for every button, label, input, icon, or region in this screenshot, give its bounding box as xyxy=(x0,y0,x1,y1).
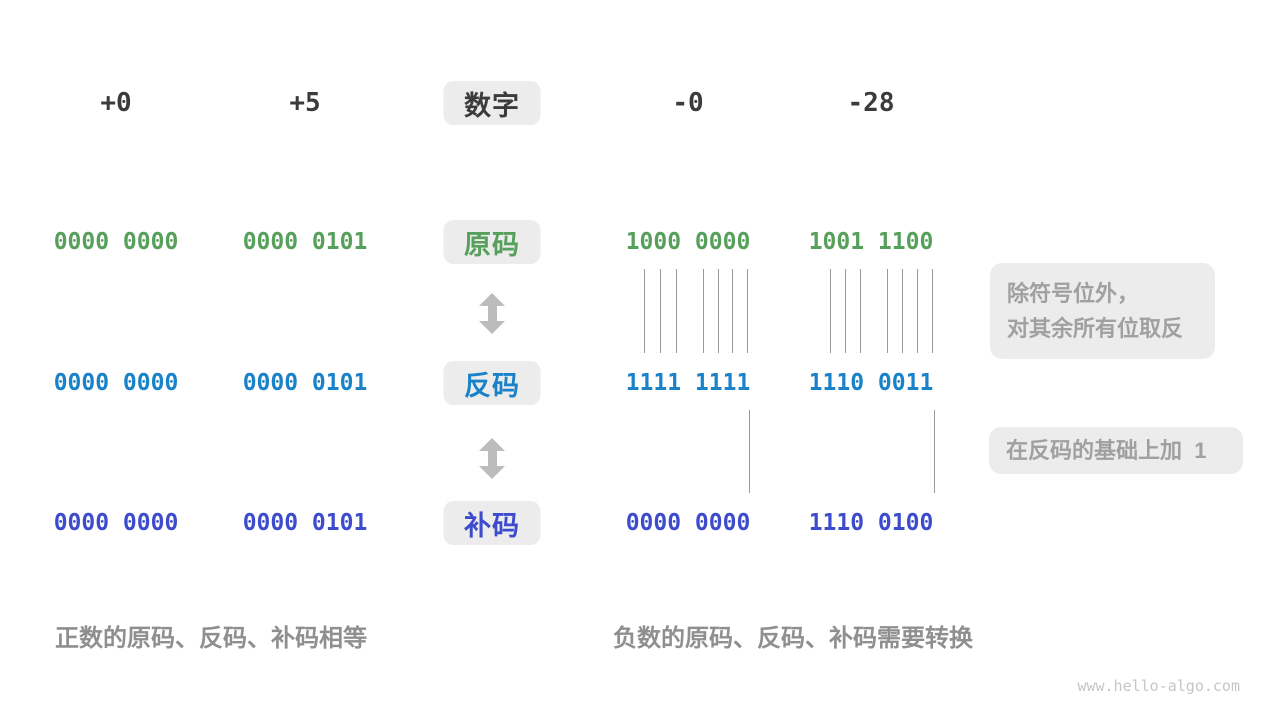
pill-sign-magnitude-label: 原码 xyxy=(464,229,520,260)
bit-flip-line xyxy=(887,269,888,353)
decimal-plus-5: +5 xyxy=(289,88,321,118)
binary-value: 1111 1111 xyxy=(625,370,751,396)
bit-flip-line xyxy=(902,269,903,353)
binary-value: 0000 0000 xyxy=(53,510,179,536)
binary-value: 0000 0101 xyxy=(242,510,368,536)
note-flip-bits: 除符号位外， 对其余所有位取反 xyxy=(990,263,1215,359)
note-add-one-text: 在反码的基础上加 1 xyxy=(1006,438,1207,463)
binary-value: 0000 0101 xyxy=(242,229,368,255)
bit-flip-line xyxy=(732,269,733,353)
caption-positive-numbers: 正数的原码、反码、补码相等 xyxy=(55,625,367,652)
bit-flip-line xyxy=(917,269,918,353)
updown-arrow-icon xyxy=(478,438,506,479)
binary-value: 1001 1100 xyxy=(808,229,934,255)
caption-negative-numbers: 负数的原码、反码、补码需要转换 xyxy=(613,625,973,652)
pill-number-label: 数字 xyxy=(464,90,520,121)
binary-value: 0000 0000 xyxy=(625,510,751,536)
binary-value: 0000 0101 xyxy=(242,370,368,396)
updown-arrow-icon xyxy=(478,293,506,334)
pill-number: 数字 xyxy=(443,81,541,125)
binary-value: 0000 0000 xyxy=(53,229,179,255)
add-one-line xyxy=(749,410,750,493)
pill-ones-complement-label: 反码 xyxy=(464,370,520,401)
bit-flip-line xyxy=(718,269,719,353)
note-add-one: 在反码的基础上加 1 xyxy=(989,427,1243,474)
bit-flip-line xyxy=(676,269,677,353)
add-one-line xyxy=(934,410,935,493)
bit-flip-line xyxy=(660,269,661,353)
note-flip-bits-line1: 除符号位外， xyxy=(1007,281,1140,306)
binary-value: 1110 0011 xyxy=(808,370,934,396)
pill-twos-complement: 补码 xyxy=(443,501,541,545)
binary-value: 1000 0000 xyxy=(625,229,751,255)
binary-value: 0000 0000 xyxy=(53,370,179,396)
pill-ones-complement: 反码 xyxy=(443,361,541,405)
bit-flip-line xyxy=(932,269,933,353)
bit-flip-line xyxy=(860,269,861,353)
decimal-minus-28: -28 xyxy=(847,88,895,118)
decimal-minus-0: -0 xyxy=(672,88,704,118)
bit-flip-line xyxy=(644,269,645,353)
bit-flip-line xyxy=(830,269,831,353)
pill-sign-magnitude: 原码 xyxy=(443,220,541,264)
bit-flip-line xyxy=(845,269,846,353)
bit-flip-line xyxy=(703,269,704,353)
note-flip-bits-line2: 对其余所有位取反 xyxy=(1007,316,1184,341)
watermark-text: www.hello-algo.com xyxy=(1077,677,1240,695)
pill-twos-complement-label: 补码 xyxy=(464,510,520,541)
decimal-plus-0: +0 xyxy=(100,88,132,118)
bit-flip-line xyxy=(747,269,748,353)
binary-value: 1110 0100 xyxy=(808,510,934,536)
